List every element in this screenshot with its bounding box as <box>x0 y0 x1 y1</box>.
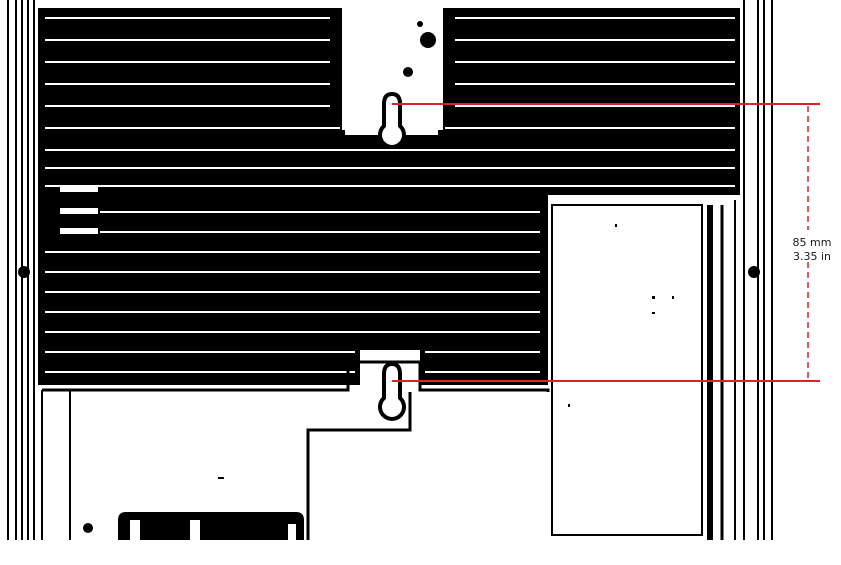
bottom-bracket <box>118 512 304 540</box>
screw-head-icon <box>18 266 760 533</box>
fin-lines <box>45 17 735 373</box>
dimension-lines <box>392 103 820 382</box>
right-panel <box>551 204 703 536</box>
top-blobs <box>403 21 436 77</box>
bottom-margin <box>0 540 841 565</box>
dimension-metric-label: 85 mm <box>792 236 832 249</box>
keyhole-slot-icon <box>378 361 406 421</box>
keyhole-slot-icon <box>378 91 406 149</box>
fin-block <box>38 8 740 385</box>
specks <box>218 224 674 479</box>
lower-outline <box>42 360 550 540</box>
dimension-imperial-label: 3.35 in <box>792 250 832 263</box>
left-marks <box>60 186 98 234</box>
